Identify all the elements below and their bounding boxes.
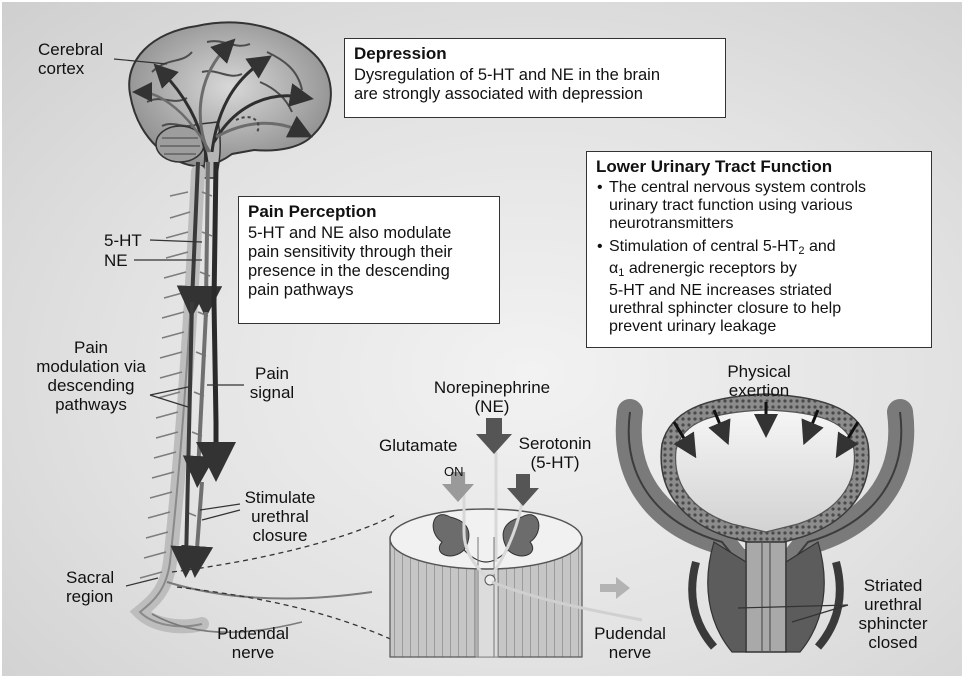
bullet2-line1-pre: Stimulation of central 5-HT [609,238,798,255]
bullet2-line5: prevent urinary leakage [609,318,776,335]
pudendal-left-line1: Pudendal [217,624,289,643]
serotonin-line1: Serotonin [519,434,592,453]
pain-perception-line: 5-HT and NE also modulate [248,224,490,243]
label-pudendal-nerve-left: Pudendal nerve [210,624,296,662]
pudendal-right-line2: nerve [609,643,652,662]
label-stimulate-closure: Stimulate urethral closure [238,488,322,545]
label-sacral-region: Sacral region [66,568,114,606]
bullet2-line4: urethral sphincter closure to help [609,300,841,317]
depression-text-line1: Dysregulation of 5-HT and NE in the brai… [354,66,716,85]
stimulate-closure-line1: Stimulate [245,488,316,507]
depression-title: Depression [354,44,716,64]
striated-line1: Striated [864,576,923,595]
signal-arrow [600,577,630,599]
lower-urinary-bullets: The central nervous system controls urin… [596,179,922,336]
bullet2-line3: 5-HT and NE increases striated [609,282,832,299]
brain-illustration [129,22,331,178]
label-pain-signal: Pain signal [244,364,300,402]
label-glutamate: Glutamate [379,436,457,455]
norepinephrine-line2: (NE) [475,397,510,416]
cerebral-cortex-line1: Cerebral [38,40,103,59]
pain-perception-box: Pain Perception 5-HT and NE also modulat… [238,196,500,324]
pain-perception-line: presence in the descending [248,262,490,281]
striated-line4: closed [868,633,917,652]
stimulate-closure-line3: closure [253,526,308,545]
bullet1-line3: neurotransmitters [609,215,734,232]
pain-signal-line2: signal [250,383,294,402]
pain-perception-title: Pain Perception [248,202,490,222]
depression-text-line2: are strongly associated with depression [354,85,716,104]
pain-modulation-line4: pathways [55,395,127,414]
sacral-region-line1: Sacral [66,568,114,587]
physical-exertion-line1: Physical [727,362,790,381]
bullet2-line2-pre: α [609,260,618,277]
sacral-region-line2: region [66,587,113,606]
pain-signal-line1: Pain [255,364,289,383]
pudendal-left-line2: nerve [232,643,275,662]
bullet2-line1-post: and [805,238,836,255]
bullet1-line2: urinary tract function using various [609,197,853,214]
label-ne: NE [104,251,128,270]
bullet2-line2-post: adrenergic receptors by [624,260,797,277]
striated-line3: sphincter [859,614,928,633]
label-5ht: 5-HT [104,231,142,250]
pain-perception-line: pain pathways [248,281,490,300]
label-striated-sphincter: Striated urethral sphincter closed [850,576,936,652]
label-physical-exertion: Physical exertion [714,362,804,400]
pudendal-right-line1: Pudendal [594,624,666,643]
serotonin-arrow [507,474,539,506]
stimulate-closure-line2: urethral [251,507,309,526]
bullet-cns-control: The central nervous system controls urin… [596,179,922,233]
label-cerebral-cortex: Cerebral cortex [38,40,103,78]
label-on: ON [444,462,464,481]
bullet-receptor-stimulation: Stimulation of central 5-HT2 and α1 adre… [596,238,922,336]
bullet1-line1: The central nervous system controls [609,179,866,196]
label-norepinephrine: Norepinephrine (NE) [424,378,560,416]
physical-exertion-line2: exertion [729,381,789,400]
label-serotonin: Serotonin (5-HT) [517,434,593,472]
pain-modulation-line1: Pain [74,338,108,357]
ne-arrow [476,418,512,454]
lower-urinary-title: Lower Urinary Tract Function [596,157,922,177]
pain-modulation-line3: descending [48,376,135,395]
lower-urinary-tract-box: Lower Urinary Tract Function The central… [586,151,932,348]
pain-perception-line: pain sensitivity through their [248,243,490,262]
norepinephrine-line1: Norepinephrine [434,378,550,397]
pain-modulation-line2: modulation via [36,357,146,376]
label-pudendal-nerve-right: Pudendal nerve [590,624,670,662]
cerebral-cortex-line2: cortex [38,59,84,78]
serotonin-line2: (5-HT) [530,453,579,472]
depression-box: Depression Dysregulation of 5-HT and NE … [344,38,726,118]
striated-line2: urethral [864,595,922,614]
label-pain-modulation: Pain modulation via descending pathways [32,338,150,414]
